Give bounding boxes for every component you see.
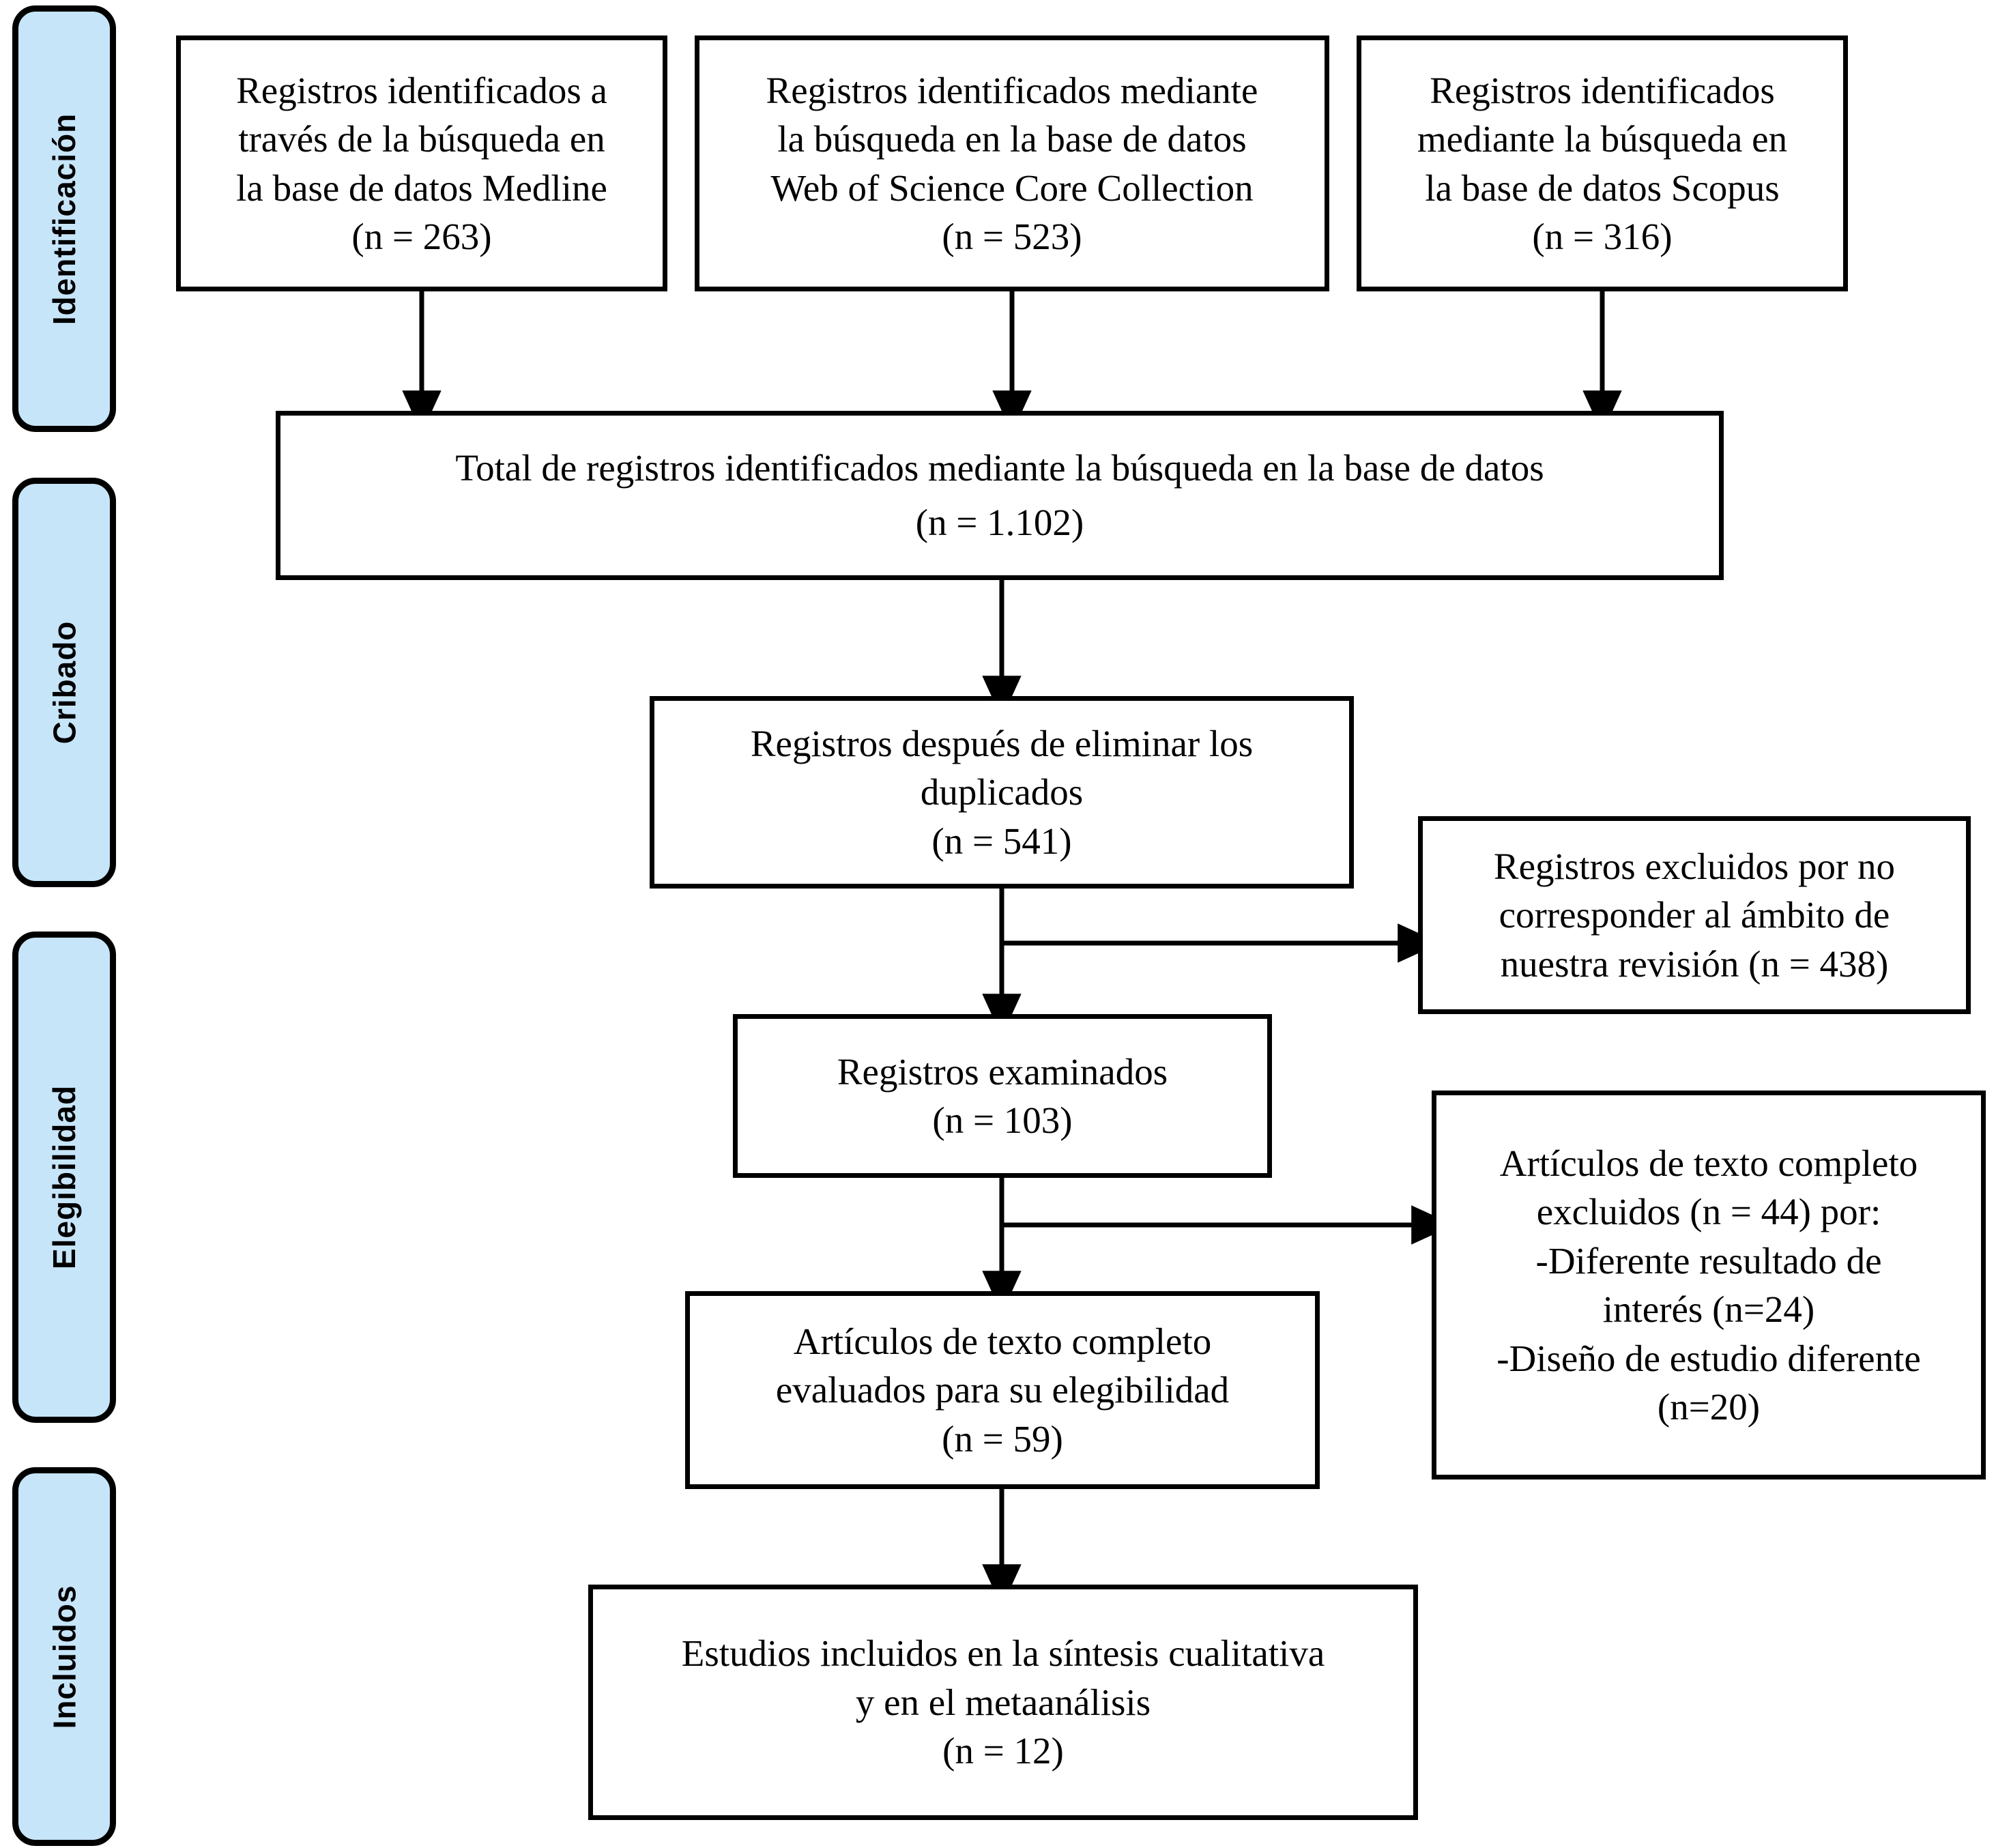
- box-total-identified: Total de registros identificados mediant…: [276, 411, 1724, 580]
- box-records-medline: Registros identificados a través de la b…: [176, 35, 667, 291]
- box-fulltext-assessed: Artículos de texto completo evaluados pa…: [685, 1291, 1320, 1489]
- box-after-duplicates-removed: Registros después de eliminar los duplic…: [650, 696, 1354, 889]
- box-text-excluded-out-of-scope: Registros excluidos por no corresponder …: [1493, 845, 1896, 985]
- box-records-scopus: Registros identificados mediante la búsq…: [1357, 35, 1848, 291]
- stage-pill-cribado: Cribado: [12, 478, 116, 887]
- box-text-fulltext-assessed: Artículos de texto completo evaluados pa…: [775, 1320, 1230, 1460]
- box-text-after-duplicates-removed: Registros después de eliminar los duplic…: [750, 722, 1254, 862]
- stage-pill-incluidos: Incluidos: [12, 1467, 116, 1846]
- box-studies-included: Estudios incluidos en la síntesis cualit…: [588, 1585, 1418, 1820]
- box-text-total-identified: Total de registros identificados mediant…: [455, 447, 1544, 543]
- box-records-screened: Registros examinados (n = 103): [733, 1014, 1272, 1178]
- box-records-web-of-science: Registros identificados mediante la búsq…: [695, 35, 1329, 291]
- box-text-studies-included: Estudios incluidos en la síntesis cualit…: [681, 1632, 1325, 1772]
- stage-label-cribado: Cribado: [46, 620, 82, 745]
- stage-label-incluidos: Incluidos: [46, 1585, 82, 1729]
- box-text-fulltext-excluded: Artículos de texto completo excluidos (n…: [1496, 1142, 1921, 1428]
- box-text-records-web-of-science: Registros identificados mediante la búsq…: [766, 69, 1258, 258]
- box-fulltext-excluded: Artículos de texto completo excluidos (n…: [1432, 1091, 1986, 1479]
- box-text-records-medline: Registros identificados a través de la b…: [236, 69, 607, 258]
- stage-pill-elegibilidad: Elegibilidad: [12, 932, 116, 1423]
- stage-label-identificacion: Identificación: [46, 113, 83, 325]
- box-excluded-out-of-scope: Registros excluidos por no corresponder …: [1418, 816, 1971, 1014]
- stage-pill-identificacion: Identificación: [12, 5, 116, 432]
- box-text-records-scopus: Registros identificados mediante la búsq…: [1417, 69, 1788, 258]
- stage-label-elegibilidad: Elegibilidad: [46, 1084, 82, 1270]
- box-text-records-screened: Registros examinados (n = 103): [837, 1050, 1168, 1142]
